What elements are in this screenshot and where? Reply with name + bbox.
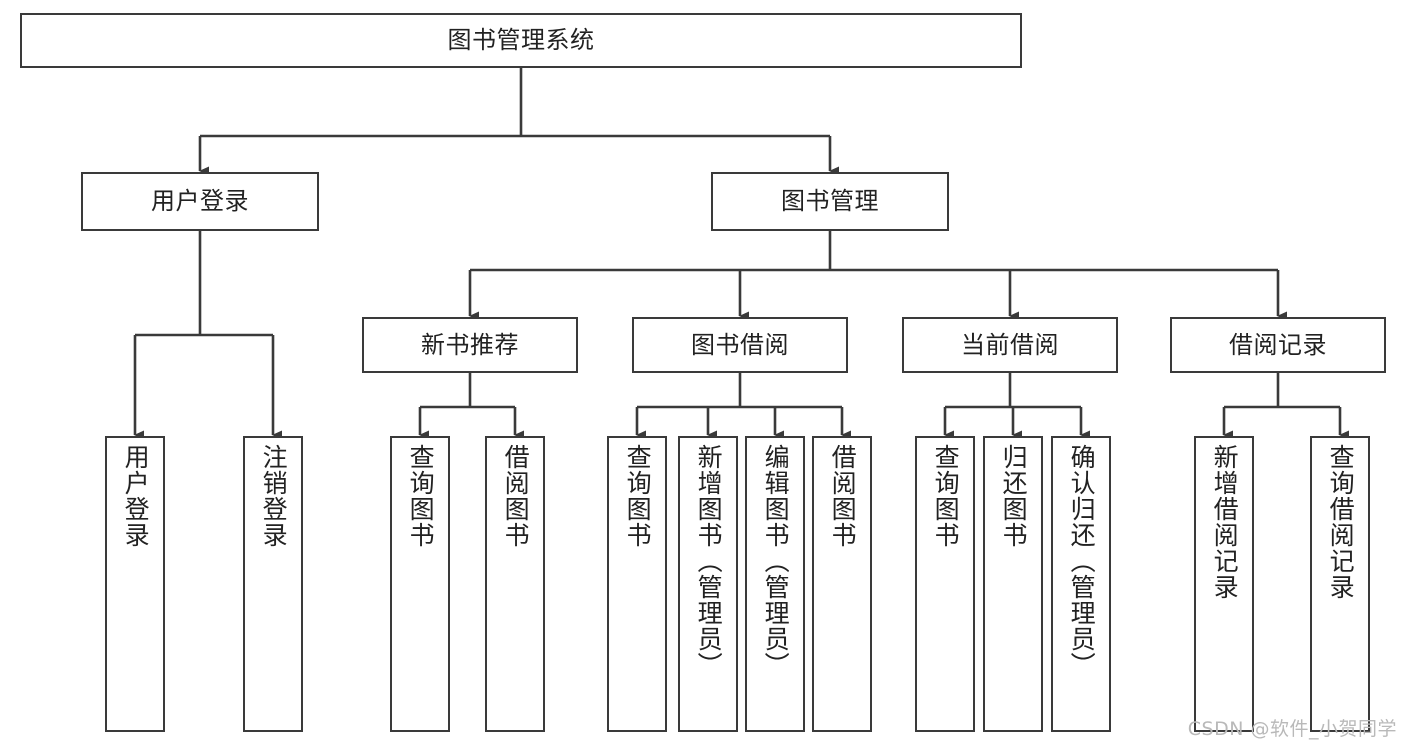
node-label: 借阅记录 xyxy=(1229,330,1327,359)
node-l-edit: 编辑图书（管理员） xyxy=(745,436,805,732)
node-root: 图书管理系统 xyxy=(20,13,1022,68)
node-l-query2: 查询图书 xyxy=(607,436,667,732)
node-label: 当前借阅 xyxy=(961,330,1059,359)
node-bookmgmt: 图书管理 xyxy=(711,172,949,231)
node-label: 图书借阅 xyxy=(691,330,789,359)
node-label: 查询图书 xyxy=(406,444,436,548)
node-l-borrow1: 借阅图书 xyxy=(485,436,545,732)
node-l-logout: 注销登录 xyxy=(243,436,303,732)
node-label: 查询借阅记录 xyxy=(1326,444,1356,600)
node-label: 借阅图书 xyxy=(828,444,858,548)
node-label: 注销登录 xyxy=(259,444,289,548)
node-label: 新增图书（管理员） xyxy=(694,444,724,678)
node-borrow: 图书借阅 xyxy=(632,317,848,373)
node-label: 查询图书 xyxy=(623,444,653,548)
node-label: 用户登录 xyxy=(151,187,249,216)
node-l-addrec: 新增借阅记录 xyxy=(1194,436,1254,732)
node-l-queryrec: 查询借阅记录 xyxy=(1310,436,1370,732)
node-label: 新书推荐 xyxy=(421,330,519,359)
node-records: 借阅记录 xyxy=(1170,317,1386,373)
node-label: 归还图书 xyxy=(999,444,1029,548)
node-l-confirm: 确认归还（管理员） xyxy=(1051,436,1111,732)
node-login: 用户登录 xyxy=(81,172,319,231)
node-label: 用户登录 xyxy=(121,444,151,548)
node-label: 查询图书 xyxy=(931,444,961,548)
node-current: 当前借阅 xyxy=(902,317,1118,373)
node-l-add: 新增图书（管理员） xyxy=(678,436,738,732)
node-label: 图书管理 xyxy=(781,187,879,216)
node-l-query1: 查询图书 xyxy=(390,436,450,732)
node-newbook: 新书推荐 xyxy=(362,317,578,373)
node-label: 借阅图书 xyxy=(501,444,531,548)
node-l-return: 归还图书 xyxy=(983,436,1043,732)
watermark-text: CSDN @软件_小贺同学 xyxy=(1187,718,1397,740)
node-label: 确认归还（管理员） xyxy=(1067,444,1097,678)
node-label: 新增借阅记录 xyxy=(1210,444,1240,600)
node-label: 编辑图书（管理员） xyxy=(761,444,791,678)
node-l-query3: 查询图书 xyxy=(915,436,975,732)
node-label: 图书管理系统 xyxy=(447,26,595,55)
node-l-borrow2: 借阅图书 xyxy=(812,436,872,732)
node-l-login: 用户登录 xyxy=(105,436,165,732)
